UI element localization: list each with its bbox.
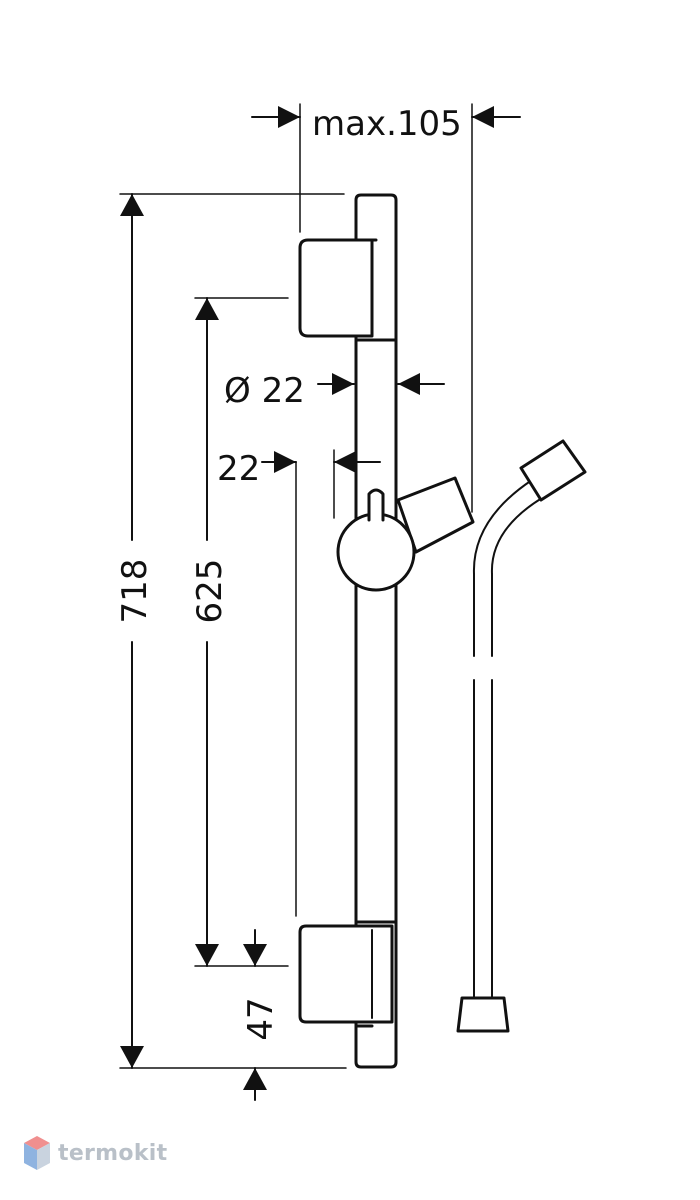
bottom-bracket [298,920,398,1028]
dim-label-bottom-offset: 47 [241,997,281,1040]
dim-label-max-width: max.105 [312,104,462,144]
shower-hose [456,439,587,1033]
extension-lines [119,103,473,1069]
rail [354,193,398,1069]
dim-label-offset: 22 [217,449,260,489]
watermark: termokit [22,1134,167,1172]
watermark-text: termokit [58,1140,168,1166]
arrowheads [120,106,494,1090]
top-bracket [298,238,398,342]
slider-holder [336,476,475,592]
cube-logo-icon [24,1136,50,1170]
dim-label-total-height: 718 [115,559,155,624]
dim-label-inner-height: 625 [190,559,230,624]
dim-label-diameter: Ø 22 [224,371,305,411]
